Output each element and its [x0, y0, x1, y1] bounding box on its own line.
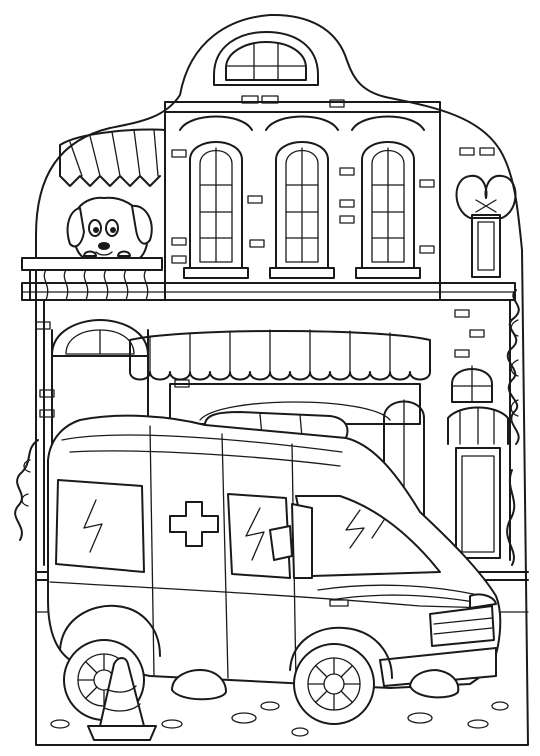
arched-window-2: [265, 115, 339, 279]
pretzel-sign: [455, 174, 517, 278]
side-mirror: [269, 525, 293, 561]
page-silhouette-outline: [35, 13, 529, 746]
arched-window-1: [179, 115, 253, 279]
front-grille: [429, 605, 495, 647]
ambulance-rear-window: [55, 479, 145, 573]
building-top-floor: [21, 31, 516, 301]
medical-cross-icon: [169, 501, 219, 547]
foliage-left: [14, 439, 39, 541]
ambulance-windshield: [295, 495, 441, 577]
ambulance-van: [47, 411, 502, 689]
arched-window-3: [351, 115, 425, 279]
foliage-right: [506, 289, 520, 566]
wall-bricks: [35, 95, 495, 418]
upper-arched-windows: [179, 115, 425, 279]
middle-wheel: [171, 669, 227, 701]
puppy-on-balcony: [66, 196, 153, 259]
far-front-wheel: [409, 669, 460, 699]
balcony-railing: [21, 257, 163, 301]
ground-pebbles: [50, 701, 509, 737]
left-striped-awning: [59, 128, 166, 187]
traffic-cone: [87, 657, 157, 741]
front-wheel: [293, 643, 375, 725]
